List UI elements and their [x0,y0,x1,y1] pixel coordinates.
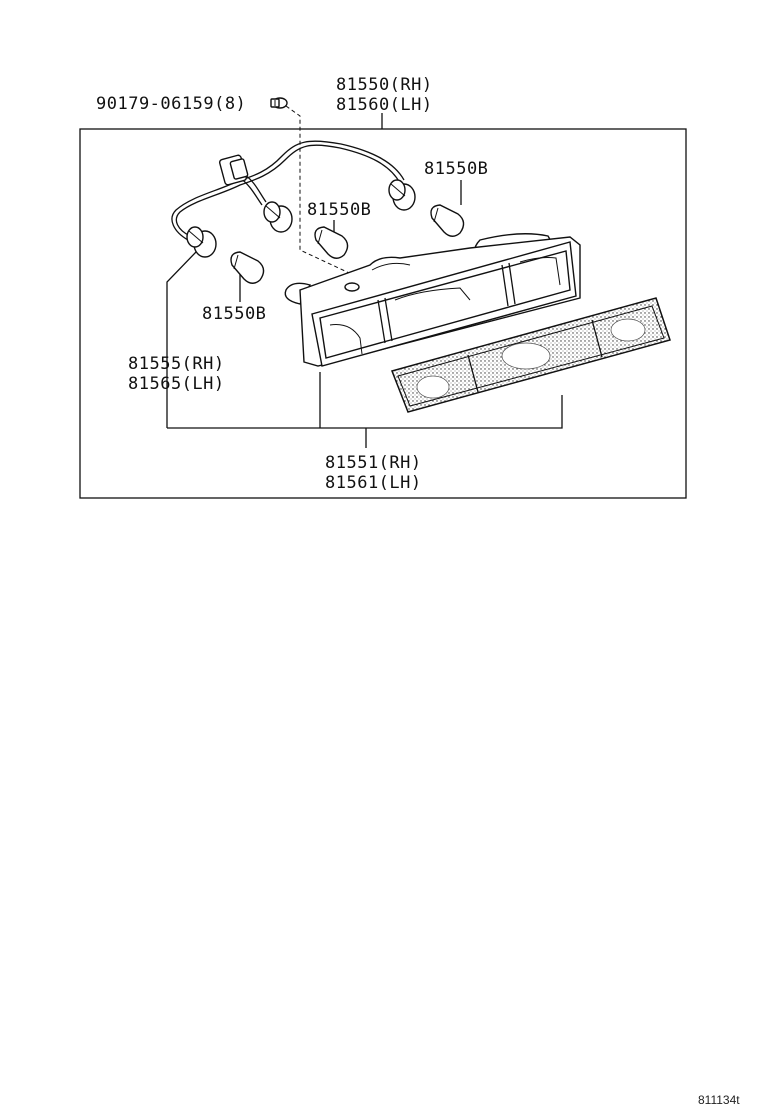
assembly-frame [79,128,687,499]
diagram-id: 811134t [698,1093,740,1107]
wiring-harness [171,140,405,241]
lamp-lens [390,297,671,413]
socket-center [263,201,293,233]
screw-part [270,97,288,109]
label-screw: 90179-06159(8) [96,94,246,114]
label-lens-lh: 81561(LH) [325,473,422,493]
socket-top-right [388,179,416,211]
label-assy-lh: 81560(LH) [336,95,433,115]
label-bulb-center: 81550B [307,200,371,220]
lamp-housing [284,233,581,367]
socket-left [186,226,217,258]
label-socket-rh: 81555(RH) [128,354,225,374]
label-assy-rh: 81550(RH) [336,75,433,95]
label-socket-lh: 81565(LH) [128,374,225,394]
leader-lines [166,105,563,448]
bulb-center [314,226,349,259]
bulb-top-right [430,204,465,237]
label-bulb-top-right: 81550B [424,159,488,179]
bulb-left [230,251,265,284]
label-bulb-left: 81550B [202,304,266,324]
label-lens-rh: 81551(RH) [325,453,422,473]
